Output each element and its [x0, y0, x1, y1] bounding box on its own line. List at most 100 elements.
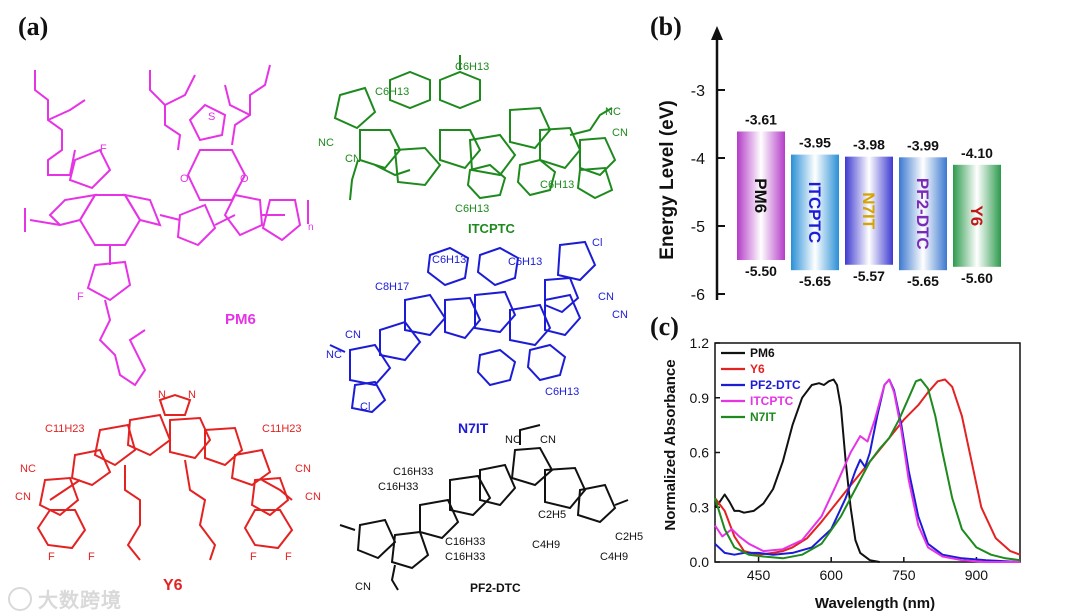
energy-tick-label: -6: [691, 287, 705, 304]
y6-fluorine: F: [48, 551, 55, 563]
y6-substituent: C11H23: [262, 423, 302, 435]
pf2dtc-substituent: C16H33: [393, 466, 433, 478]
n7it-substituent: C6H13: [432, 254, 466, 266]
n7it-substituent: C6H13: [545, 386, 579, 398]
pf2dtc-nitrile: NC: [505, 434, 521, 446]
pm6-structure: [24, 64, 309, 387]
y6-fluorine: F: [88, 551, 95, 563]
lumo-value-label: -3.98: [853, 137, 885, 153]
n7it-structure: [329, 240, 597, 414]
y6-fluorine: F: [285, 551, 292, 563]
lumo-value-label: -3.99: [907, 137, 939, 153]
y6-nitrile: CN: [15, 491, 31, 503]
chart-x-tick-label: 750: [892, 567, 916, 583]
chart-x-tick-label: 900: [965, 567, 989, 583]
pf2dtc-nitrile: CN: [355, 581, 371, 593]
energy-tick-label: -5: [691, 219, 705, 236]
n7it-label: N7IT: [458, 420, 489, 436]
n7it-substituent: C8H17: [375, 281, 409, 293]
itcptc-structure: [333, 55, 617, 201]
itcptc-substituent: C6H13: [375, 86, 409, 98]
homo-value-label: -5.50: [745, 263, 777, 279]
legend-label: N7IT: [750, 410, 777, 424]
chart-y-tick-label: 0.0: [690, 554, 710, 570]
watermark: 大数跨境: [8, 584, 122, 613]
molecule-structures-panel: PM6 ITCPTC N7IT Y6 PF2-DTC F F O O S n C…: [15, 55, 643, 595]
y6-substituent: C11H23: [45, 423, 85, 435]
series-line-pf2-dtc: [714, 378, 1021, 563]
pf2dtc-substituent: C16H33: [445, 551, 485, 563]
pf2dtc-substituent: C4H9: [532, 539, 560, 551]
watermark-logo-icon: [8, 586, 32, 611]
energy-bar-label: Y6: [967, 205, 986, 226]
panel-label-b: (b): [650, 12, 682, 41]
energy-bar-label: PM6: [751, 178, 770, 213]
itcptc-substituent: C6H13: [455, 203, 489, 215]
chart-y-tick-label: 0.3: [690, 499, 710, 515]
legend-label: PF2-DTC: [750, 378, 801, 392]
watermark-text: 大数跨境: [38, 590, 122, 612]
series-line-itcptc: [714, 378, 1020, 563]
pm6-label: PM6: [225, 311, 256, 328]
energy-level-diagram: Energy Level (eV) -3-4-5-6 PM6-3.61-5.50…: [657, 26, 1001, 304]
pf2dtc-substituent: C2H5: [538, 509, 566, 521]
energy-bar: [953, 164, 1001, 267]
chart-y-tick-label: 1.2: [690, 335, 710, 351]
n7it-nitrile: CN: [612, 309, 628, 321]
y6-nitrile: NC: [20, 463, 36, 475]
homo-value-label: -5.65: [799, 273, 831, 289]
energy-bar-label: PF2-DTC: [913, 178, 932, 250]
lumo-value-label: -3.95: [799, 135, 831, 151]
n7it-substituent: C6H13: [508, 256, 542, 268]
pf2dtc-substituent: C16H33: [445, 536, 485, 548]
energy-bar: [845, 156, 893, 265]
series-line-n7it: [714, 378, 1021, 562]
pf2dtc-substituent: C4H9: [600, 551, 628, 563]
chart-y-axis-label: Normalized Absorbance: [662, 359, 679, 530]
chart-y-tick-label: 0.6: [690, 445, 710, 461]
itcptc-substituent: C6H13: [455, 61, 489, 73]
pm6-repeat-n: n: [308, 222, 314, 233]
legend-label: PM6: [750, 346, 775, 360]
homo-value-label: -5.65: [907, 273, 939, 289]
chart-x-tick-label: 450: [747, 567, 771, 583]
pf2dtc-substituent: C16H33: [378, 481, 418, 493]
panel-label-a: (a): [18, 12, 49, 41]
chart-x-tick-label: 600: [820, 567, 844, 583]
y6-nitrogen: N: [158, 389, 166, 401]
y6-nitrile: CN: [305, 491, 321, 503]
pm6-atom-o: O: [240, 173, 249, 185]
lumo-value-label: -3.61: [745, 111, 777, 127]
itcptc-nitrile: NC: [605, 106, 621, 118]
pf2dtc-structure: [339, 424, 629, 591]
n7it-chlorine: Cl: [360, 401, 370, 413]
homo-value-label: -5.60: [961, 270, 993, 286]
pm6-atom-s: S: [208, 111, 215, 123]
pf2dtc-label: PF2-DTC: [470, 581, 521, 595]
y6-fluorine: F: [250, 551, 257, 563]
n7it-chlorine: Cl: [592, 237, 602, 249]
y6-structure: [36, 393, 294, 561]
pm6-atom-o: O: [180, 173, 189, 185]
legend-label: ITCPTC: [750, 394, 794, 408]
lumo-value-label: -4.10: [961, 145, 993, 161]
n7it-nitrile: CN: [598, 291, 614, 303]
absorbance-chart: Normalized Absorbance Wavelength (nm) 45…: [662, 335, 1021, 612]
energy-axis-label: Energy Level (eV): [657, 100, 678, 259]
pf2dtc-nitrile: CN: [540, 434, 556, 446]
itcptc-nitrile: NC: [318, 137, 334, 149]
energy-tick-label: -3: [691, 83, 705, 100]
panel-label-c: (c): [650, 312, 679, 341]
pf2dtc-substituent: C2H5: [615, 531, 643, 543]
structure-atom-labels: F F O O S n C6H13 C6H13 C6H13 C6H13 NC C…: [15, 61, 643, 593]
pm6-atom-f: F: [100, 143, 107, 155]
energy-axis-arrow-icon: [711, 26, 723, 40]
homo-value-label: -5.57: [853, 268, 885, 284]
chart-y-tick-label: 0.9: [690, 390, 710, 406]
legend-label: Y6: [750, 362, 765, 376]
pm6-atom-f: F: [77, 291, 84, 303]
energy-bar-label: N7IT: [859, 192, 878, 229]
n7it-nitrile: CN: [345, 329, 361, 341]
energy-bar: [899, 157, 947, 271]
energy-bar: [791, 154, 839, 271]
